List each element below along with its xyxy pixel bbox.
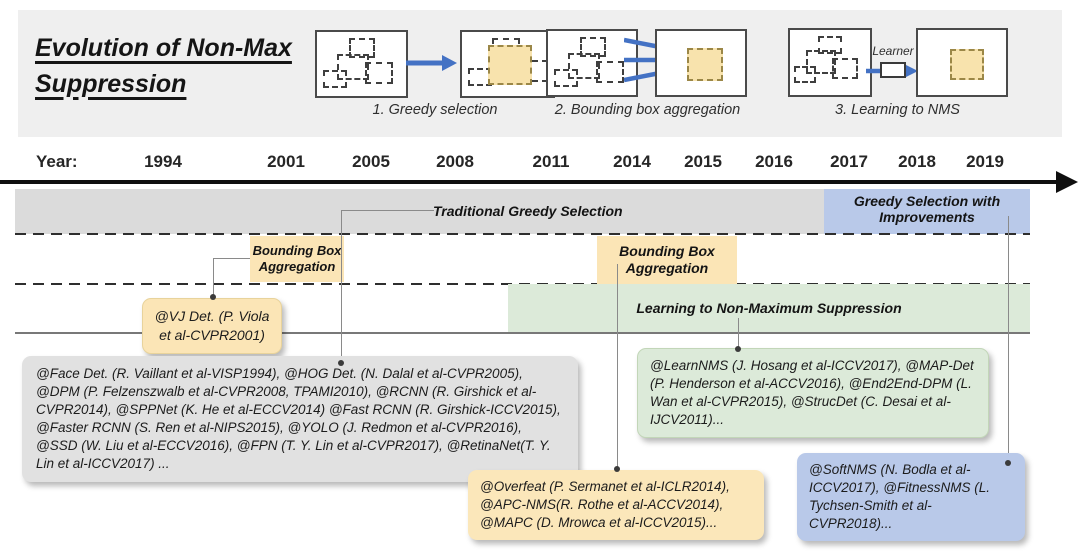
connector-dot xyxy=(1005,460,1011,466)
greedy-improvements-band xyxy=(824,189,1030,234)
dashed-box xyxy=(568,53,600,79)
right-arrow-icon xyxy=(406,55,457,71)
connector-dot xyxy=(210,294,216,300)
row-divider-dashed xyxy=(15,233,1030,235)
year-tick-2017: 2017 xyxy=(830,152,868,171)
bbox-aggregation-label-right: Bounding Box Aggregation xyxy=(597,236,737,284)
dashed-box xyxy=(323,70,347,88)
dashed-box xyxy=(794,66,816,83)
dashed-box xyxy=(554,69,578,87)
dashed-box xyxy=(349,38,375,58)
selected-box xyxy=(950,49,984,80)
year-axis-label: Year: xyxy=(36,152,78,171)
learning-nms-label: Learning to Non-Maximum Suppression xyxy=(636,300,902,316)
year-tick-2001: 2001 xyxy=(267,152,305,171)
greedy-input-image xyxy=(315,30,408,98)
connector-dot xyxy=(735,346,741,352)
greedy-selection-caption: 1. Greedy selection xyxy=(372,102,498,118)
connector-line xyxy=(341,210,434,211)
aggregation-caption: 2. Bounding box aggregation xyxy=(554,102,741,118)
year-tick-2014: 2014 xyxy=(613,152,651,171)
learning-caption: 3. Learning to NMS xyxy=(835,102,960,118)
year-tick-2018: 2018 xyxy=(898,152,936,171)
year-tick-2016: 2016 xyxy=(755,152,793,171)
timeline-arrowhead-icon xyxy=(1056,171,1078,193)
bbox-aggregation-label-left: Bounding Box Aggregation xyxy=(250,236,344,282)
page-title: Evolution of Non-Max Suppression xyxy=(35,34,292,98)
connector-line xyxy=(213,258,250,259)
learner-label: Learner xyxy=(872,44,914,58)
year-tick-1994: 1994 xyxy=(144,152,182,171)
connector-dot xyxy=(338,360,344,366)
dashed-box xyxy=(337,54,369,80)
learner-module-box xyxy=(880,62,906,78)
timeline-axis xyxy=(0,180,1058,184)
selected-box xyxy=(488,45,532,85)
connector-line xyxy=(341,210,342,363)
traditional-methods-callout: @Face Det. (R. Vaillant et al-VISP1994),… xyxy=(22,356,578,483)
connector-line xyxy=(738,318,739,350)
row-divider-solid xyxy=(15,332,1030,334)
vj-det-callout: @VJ Det. (P. Viola et al-CVPR2001) xyxy=(142,298,282,354)
year-tick-2005: 2005 xyxy=(352,152,390,171)
year-tick-2015: 2015 xyxy=(684,152,722,171)
dashed-box xyxy=(832,58,858,79)
dashed-box xyxy=(365,62,393,84)
learning-input-image xyxy=(788,28,872,97)
dashed-box xyxy=(580,37,606,57)
traditional-greedy-label: Traditional Greedy Selection xyxy=(433,203,623,219)
selected-box xyxy=(687,48,723,81)
dashed-box xyxy=(818,36,842,54)
learning-methods-callout: @LearnNMS (J. Hosang et al-ICCV2017), @M… xyxy=(637,348,989,439)
year-tick-2019: 2019 xyxy=(966,152,1004,171)
aggregation-output-image xyxy=(655,29,747,97)
year-tick-2011: 2011 xyxy=(532,152,570,171)
connector-line xyxy=(213,258,214,296)
connector-line xyxy=(617,264,618,469)
dashed-box xyxy=(806,50,836,74)
learning-output-image xyxy=(916,28,1008,97)
year-tick-2008: 2008 xyxy=(436,152,474,171)
dashed-box xyxy=(596,61,624,83)
greedy-improvements-label: Greedy Selection with Improvements xyxy=(853,193,1001,225)
learning-nms-band: Learning to Non-Maximum Suppression xyxy=(508,284,1030,332)
aggregation-methods-callout: @Overfeat (P. Sermanet et al-ICLR2014), … xyxy=(468,470,764,541)
improved-greedy-methods-callout: @SoftNMS (N. Bodla et al-ICCV2017), @Fit… xyxy=(797,453,1025,542)
connector-line xyxy=(1008,216,1009,463)
connector-dot xyxy=(614,466,620,472)
greedy-output-image xyxy=(460,30,555,98)
aggregation-input-image xyxy=(546,29,638,97)
